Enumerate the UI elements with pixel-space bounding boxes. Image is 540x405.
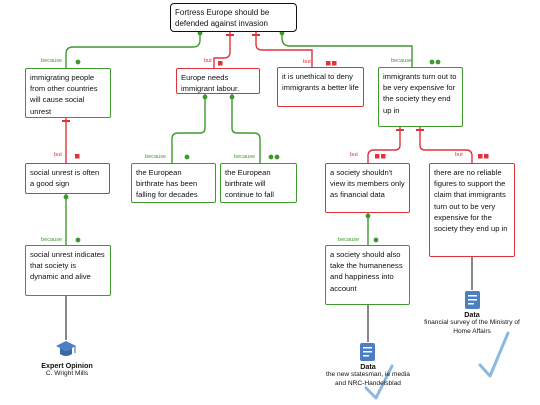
source-data-ministry[interactable]: Data financial survey of the Ministry of… xyxy=(420,310,524,336)
root-claim[interactable]: Fortress Europe should be defended again… xyxy=(170,3,297,32)
label-because: because xyxy=(41,237,63,243)
label-because: because xyxy=(145,154,167,160)
claim-humaneness[interactable]: a society should also take the humanenes… xyxy=(325,245,410,305)
claim-text: it is unethical to deny immigrants a bet… xyxy=(282,72,359,93)
claim-text: immigrants turn out to be very expensive… xyxy=(383,72,457,115)
because-dot xyxy=(75,59,81,65)
claim-text: a society shouldn't view its members onl… xyxy=(330,168,405,200)
because-dot xyxy=(184,154,190,160)
because-dot xyxy=(435,59,441,65)
link-root-b xyxy=(213,30,231,68)
source-type: Data xyxy=(464,310,480,319)
link-root-a xyxy=(65,30,201,68)
but-square xyxy=(75,154,80,159)
claim-unethical[interactable]: it is unethical to deny immigrants a bet… xyxy=(277,67,364,107)
connector-markers xyxy=(62,30,489,243)
but-bar xyxy=(416,129,424,131)
link-d-i xyxy=(419,127,473,163)
claim-text: Europe needs immigrant labour. xyxy=(181,73,240,94)
label-but: but xyxy=(350,152,358,158)
label-but: but xyxy=(303,59,311,65)
claim-text: the European birthrate has been falling … xyxy=(136,168,198,200)
label-but: but xyxy=(455,152,463,158)
claim-birthrate-falling[interactable]: the European birthrate has been falling … xyxy=(131,163,216,203)
claim-text: social unrest is often a good sign xyxy=(30,168,100,189)
source-name: the new statesman, ie media and NRC-Hand… xyxy=(326,371,410,387)
claim-text: the European birthrate will continue to … xyxy=(225,168,274,200)
because-dot xyxy=(429,59,435,65)
but-square xyxy=(381,154,386,159)
claim-immigrant-labour[interactable]: Europe needs immigrant labour. xyxy=(176,68,260,94)
source-name: financial survey of the Ministry of Home… xyxy=(424,319,520,335)
document-icon xyxy=(360,343,375,361)
claim-text: immigrating people from other countries … xyxy=(30,73,98,116)
label-but: but xyxy=(54,152,62,158)
graduate-icon xyxy=(56,341,76,356)
source-expert-opinion[interactable]: Expert Opinion C. Wright Mills xyxy=(20,361,114,379)
link-root-c xyxy=(255,30,313,67)
because-dot xyxy=(365,213,371,219)
source-name: C. Wright Mills xyxy=(45,370,89,378)
because-dot xyxy=(229,94,235,100)
but-square xyxy=(218,61,223,66)
label-because: because xyxy=(41,58,63,64)
document-icon xyxy=(465,291,480,309)
but-bar xyxy=(62,120,70,122)
link-d-h xyxy=(367,127,401,163)
because-dot xyxy=(202,94,208,100)
claim-good-sign[interactable]: social unrest is often a good sign xyxy=(25,163,110,194)
but-bar xyxy=(226,34,234,36)
claim-financial-data[interactable]: a society shouldn't view its members onl… xyxy=(325,163,410,213)
but-square xyxy=(375,154,380,159)
because-dot xyxy=(75,237,81,243)
claim-birthrate-continue[interactable]: the European birthrate will continue to … xyxy=(220,163,297,203)
claim-text: there are no reliable figures to support… xyxy=(434,168,508,234)
claim-text: a society should also take the humanenes… xyxy=(330,250,403,293)
but-bar xyxy=(396,129,404,131)
claim-dynamic-society[interactable]: social unrest indicates that society is … xyxy=(25,245,111,296)
label-because: because xyxy=(234,154,256,160)
link-b-f xyxy=(171,94,206,163)
because-dot xyxy=(274,154,280,160)
but-square xyxy=(332,61,337,66)
source-type: Expert Opinion xyxy=(41,361,93,370)
because-dot xyxy=(373,237,379,243)
but-square xyxy=(326,61,331,66)
check-icon xyxy=(364,364,394,400)
link-root-d xyxy=(281,30,413,67)
check-icon xyxy=(478,331,510,378)
but-bar xyxy=(252,34,260,36)
source-type: Data xyxy=(360,362,376,371)
because-dot xyxy=(63,194,69,200)
claim-no-figures[interactable]: there are no reliable figures to support… xyxy=(429,163,515,257)
link-b-g xyxy=(231,94,261,163)
but-square xyxy=(484,154,489,159)
label-because: because xyxy=(338,237,360,243)
source-data-news[interactable]: Data the new statesman, ie media and NRC… xyxy=(325,362,411,388)
but-square xyxy=(478,154,483,159)
label-because: because xyxy=(391,58,413,64)
claim-expensive[interactable]: immigrants turn out to be very expensive… xyxy=(378,67,463,127)
because-dot xyxy=(268,154,274,160)
root-claim-text: Fortress Europe should be defended again… xyxy=(175,8,270,28)
claim-text: social unrest indicates that society is … xyxy=(30,250,105,282)
claim-social-unrest[interactable]: immigrating people from other countries … xyxy=(25,68,111,118)
label-but: but xyxy=(204,58,212,64)
